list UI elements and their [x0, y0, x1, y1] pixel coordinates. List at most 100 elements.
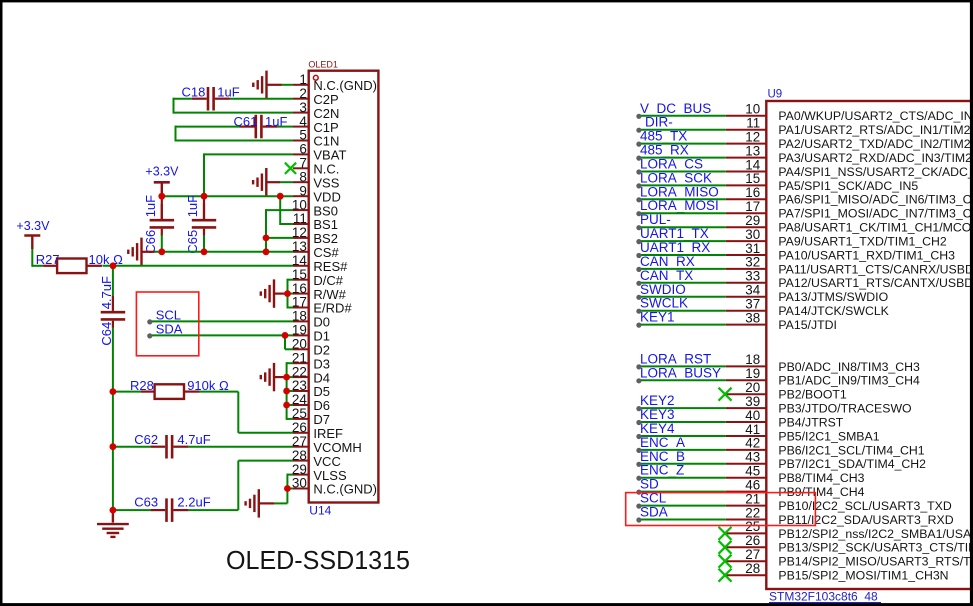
svg-text:PB1/ADC_IN9/TIM3_CH4: PB1/ADC_IN9/TIM3_CH4	[778, 374, 920, 388]
svg-text:LORA_CS: LORA_CS	[640, 157, 703, 172]
svg-text:VLSS: VLSS	[313, 468, 347, 483]
svg-text:PA7/SPI1_MOSI/ADC_IN7/TIM3_CH2: PA7/SPI1_MOSI/ADC_IN7/TIM3_CH2	[778, 207, 973, 221]
svg-text:PA1/USART2_RTS/ADC_IN1/TIM2_CH: PA1/USART2_RTS/ADC_IN1/TIM2_CH2	[778, 123, 973, 137]
svg-text:UART1_RX: UART1_RX	[640, 240, 710, 255]
svg-text:8: 8	[299, 169, 307, 184]
svg-text:39: 39	[745, 394, 760, 409]
svg-text:PA8/USART1_CK/TIM1_CH1/MCO: PA8/USART1_CK/TIM1_CH1/MCO	[778, 221, 971, 235]
svg-text:41: 41	[745, 422, 760, 437]
svg-text:34: 34	[745, 283, 760, 298]
svg-text:C66: C66	[143, 230, 158, 254]
svg-text:+3.3V: +3.3V	[16, 219, 50, 233]
svg-text:9: 9	[299, 183, 307, 198]
svg-text:11: 11	[746, 116, 760, 131]
svg-text:20: 20	[292, 337, 307, 352]
svg-text:D3: D3	[313, 356, 330, 371]
svg-text:42: 42	[745, 436, 760, 451]
svg-text:PB9/TIM4_CH4: PB9/TIM4_CH4	[778, 485, 864, 499]
svg-text:24: 24	[292, 392, 308, 407]
svg-text:2.2uF: 2.2uF	[177, 494, 210, 509]
svg-text:D/C#: D/C#	[313, 273, 343, 288]
svg-text:PB8/TIM4_CH3: PB8/TIM4_CH3	[778, 471, 864, 485]
svg-text:10: 10	[292, 197, 307, 212]
svg-text:5: 5	[299, 128, 307, 143]
svg-text:D7: D7	[313, 412, 330, 427]
svg-text:LORA_BUSY: LORA_BUSY	[640, 365, 721, 380]
svg-text:PB3/JTDO/TRACESWO: PB3/JTDO/TRACESWO	[778, 402, 911, 416]
svg-text:16: 16	[745, 185, 760, 200]
svg-text:KEY1: KEY1	[640, 310, 675, 325]
svg-text:30: 30	[292, 476, 307, 491]
svg-text:485_RX: 485_RX	[640, 143, 689, 158]
svg-text:C18: C18	[182, 84, 206, 99]
svg-text:43: 43	[745, 450, 760, 465]
svg-text:PA9/USART1_TXD/TIM1_CH2: PA9/USART1_TXD/TIM1_CH2	[778, 235, 946, 249]
svg-text:PA10/USART1_RXD/TIM1_CH3: PA10/USART1_RXD/TIM1_CH3	[778, 248, 955, 262]
svg-text:PB2/BOOT1: PB2/BOOT1	[778, 388, 847, 402]
svg-text:PA5/SPI1_SCK/ADC_IN5: PA5/SPI1_SCK/ADC_IN5	[778, 179, 918, 193]
svg-text:PB11/I2C2_SDA/USART3_RXD: PB11/I2C2_SDA/USART3_RXD	[778, 513, 953, 527]
svg-text:PB4/JTRST: PB4/JTRST	[778, 415, 843, 429]
svg-text:28: 28	[292, 448, 307, 463]
svg-text:31: 31	[745, 241, 760, 256]
svg-text:SDA: SDA	[156, 321, 183, 336]
svg-text:E/RD#: E/RD#	[313, 301, 352, 316]
svg-text:PB6/I2C1_SCL/TIM4_CH1: PB6/I2C1_SCL/TIM4_CH1	[778, 443, 924, 457]
svg-text:1uF: 1uF	[185, 195, 200, 217]
svg-text:SCL: SCL	[640, 491, 667, 506]
svg-text:PA0/WKUP/USART2_CTS/ADC_IN0: PA0/WKUP/USART2_CTS/ADC_IN0	[778, 109, 973, 123]
svg-text:BS2: BS2	[313, 231, 338, 246]
svg-text:11: 11	[293, 211, 307, 226]
svg-text:PA11/USART1_CTS/CANRX/USBDM: PA11/USART1_CTS/CANRX/USBDM	[778, 262, 973, 276]
svg-text:UART1_TX: UART1_TX	[640, 226, 709, 241]
svg-text:PB5/I2C1_SMBA1: PB5/I2C1_SMBA1	[778, 429, 879, 443]
svg-text:PA4/SPI1_NSS/USART2_CK/ADC_IN4: PA4/SPI1_NSS/USART2_CK/ADC_IN4	[778, 165, 973, 179]
svg-text:LORA_SCK: LORA_SCK	[640, 170, 712, 185]
svg-text:PB14/SPI2_MISO/USART3_RTS/TIM1: PB14/SPI2_MISO/USART3_RTS/TIM1_CH2N	[778, 555, 973, 569]
svg-text:PA12/USART1_RTS/CANTX/USBDP: PA12/USART1_RTS/CANTX/USBDP	[778, 276, 973, 290]
svg-text:17: 17	[292, 295, 307, 310]
svg-text:37: 37	[745, 297, 760, 312]
svg-text:26: 26	[745, 533, 760, 548]
svg-text:13: 13	[745, 143, 760, 158]
svg-text:ENC_A: ENC_A	[640, 435, 685, 450]
svg-text:12: 12	[292, 225, 307, 240]
svg-text:D5: D5	[313, 384, 330, 399]
svg-text:1: 1	[299, 72, 307, 87]
svg-text:PB7/I2C1_SDA/TIM4_CH2: PB7/I2C1_SDA/TIM4_CH2	[778, 457, 926, 471]
svg-text:18: 18	[292, 309, 307, 324]
svg-text:PUL-: PUL-	[640, 212, 671, 227]
svg-text:19: 19	[745, 366, 760, 381]
svg-text:SCL: SCL	[156, 307, 181, 322]
svg-text:PA6/SPI1_MISO/ADC_IN6/TIM3_CH1: PA6/SPI1_MISO/ADC_IN6/TIM3_CH1	[778, 193, 973, 207]
svg-text:PA13/JTMS/SWDIO: PA13/JTMS/SWDIO	[778, 290, 888, 304]
svg-text:45: 45	[745, 464, 760, 479]
svg-text:18: 18	[745, 352, 760, 367]
svg-text:40: 40	[745, 408, 760, 423]
svg-text:R/W#: R/W#	[313, 287, 346, 302]
svg-text:SWCLK: SWCLK	[640, 296, 688, 311]
svg-text:D0: D0	[313, 315, 330, 330]
svg-text:LORA_MISO: LORA_MISO	[640, 184, 719, 199]
svg-text:D2: D2	[313, 343, 330, 358]
svg-text:R28: R28	[130, 378, 154, 393]
svg-text:N.C.(GND): N.C.(GND)	[313, 482, 377, 497]
svg-text:OLED1: OLED1	[308, 60, 338, 70]
svg-text:19: 19	[292, 323, 307, 338]
svg-text:VDD: VDD	[313, 189, 340, 204]
svg-text:C63: C63	[134, 494, 158, 509]
svg-text:C65: C65	[185, 230, 200, 254]
svg-text:4: 4	[299, 114, 307, 129]
svg-text:C2P: C2P	[313, 92, 338, 107]
svg-text:D6: D6	[313, 398, 330, 413]
svg-text:C1P: C1P	[313, 120, 338, 135]
svg-text:C1N: C1N	[313, 134, 339, 149]
svg-text:VBAT: VBAT	[313, 148, 346, 163]
svg-text:C64: C64	[99, 322, 114, 346]
svg-text:V_DC_BUS: V_DC_BUS	[640, 101, 711, 116]
svg-text:PA2/USART2_TXD/ADC_IN2/TIM2_CH: PA2/USART2_TXD/ADC_IN2/TIM2_CH3	[778, 137, 973, 151]
svg-text:32: 32	[745, 255, 760, 270]
svg-text:PB15/SPI2_MOSI/TIM1_CH3N: PB15/SPI2_MOSI/TIM1_CH3N	[778, 569, 948, 583]
svg-text:VCOMH: VCOMH	[313, 440, 361, 455]
svg-text:22: 22	[745, 505, 760, 520]
